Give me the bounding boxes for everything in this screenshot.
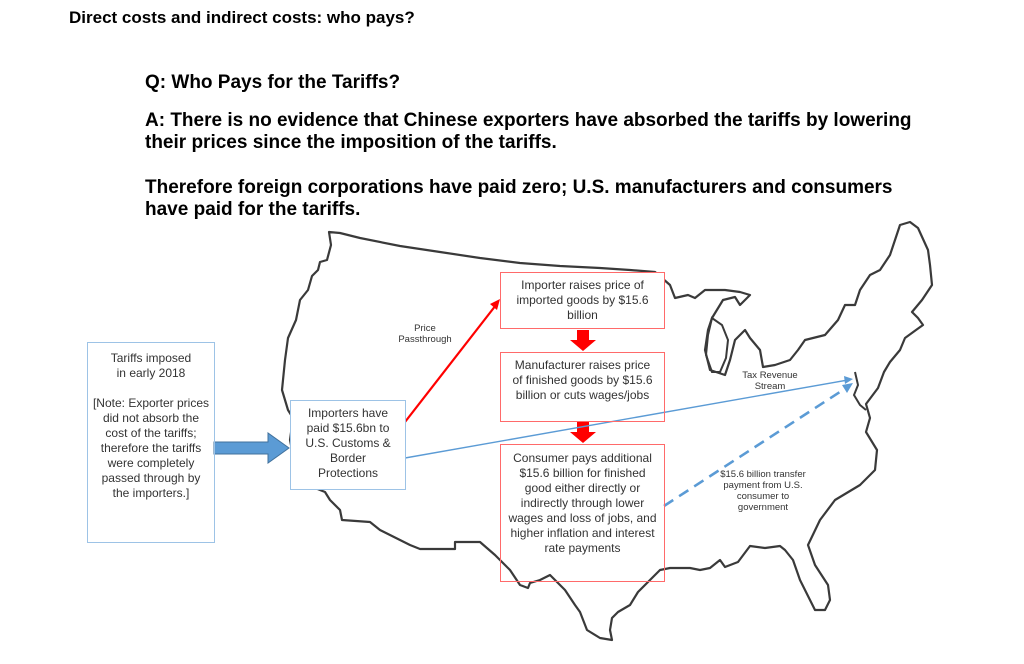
transfer-payment-arrowhead — [842, 383, 853, 393]
down-arrow-2 — [570, 422, 596, 443]
page-title: Direct costs and indirect costs: who pay… — [69, 8, 415, 27]
manufacturer-raises-price-box: Manufacturer raises price of finished go… — [500, 352, 665, 422]
transfer-payment-label: $15.6 billion transfer payment from U.S.… — [720, 469, 806, 513]
consumer-pays-box: Consumer pays additional $15.6 billion f… — [500, 444, 665, 582]
tax-revenue-arrowhead — [844, 376, 853, 384]
importer-raises-price-box: Importer raises price of imported goods … — [500, 272, 665, 329]
price-passthrough-arrow — [404, 304, 497, 423]
tariffs-note-text: [Note: Exporter prices did not absorb th… — [92, 396, 210, 500]
down-arrow-1 — [570, 330, 596, 351]
importers-paid-box: Importers have paid $15.6bn to U.S. Cust… — [290, 400, 406, 490]
consumer-pays-text: Consumer pays additional $15.6 billion f… — [508, 451, 657, 555]
manufacturer-raises-price-text: Manufacturer raises price of finished go… — [512, 358, 653, 402]
price-passthrough-label: Price Passthrough — [398, 323, 452, 345]
tax-revenue-line — [404, 379, 849, 459]
tariff-flow-arrow — [213, 432, 290, 464]
price-passthrough-arrowhead — [490, 299, 500, 310]
question-heading: Q: Who Pays for the Tariffs? — [145, 72, 401, 93]
tariffs-imposed-text: Tariffs imposed in early 2018 — [110, 351, 192, 380]
lake-michigan-outline — [704, 316, 730, 373]
importer-raises-price-text: Importer raises price of imported goods … — [516, 278, 649, 322]
importers-paid-text: Importers have paid $15.6bn to U.S. Cust… — [305, 406, 391, 480]
tax-revenue-label: Tax Revenue Stream — [742, 370, 798, 392]
chesapeake-outline — [852, 371, 867, 411]
tariffs-imposed-box: Tariffs imposed in early 2018 [Note: Exp… — [87, 342, 215, 543]
transfer-payment-line — [663, 386, 847, 508]
conclusion-text: Therefore foreign corporations have paid… — [145, 177, 893, 220]
answer-text: A: There is no evidence that Chinese exp… — [145, 110, 912, 153]
